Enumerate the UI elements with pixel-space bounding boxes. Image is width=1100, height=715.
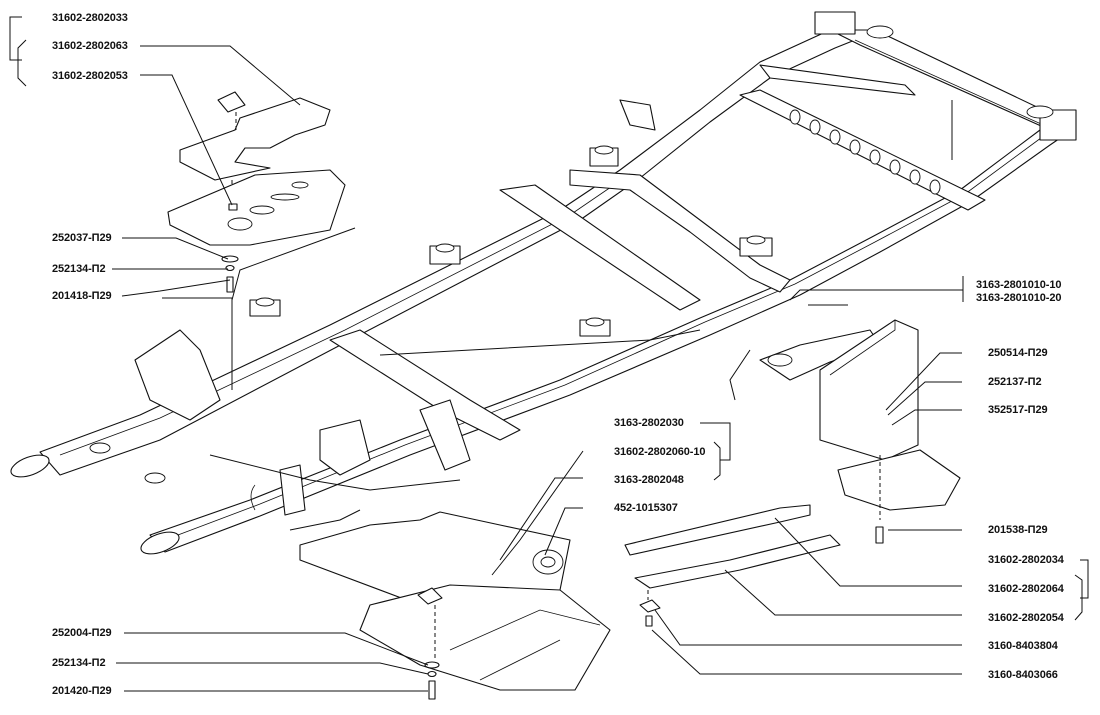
part-label: 3160-8403804 (988, 640, 1058, 652)
part-label: 3163-2802048 (614, 474, 684, 486)
part-label: 201420-П29 (52, 685, 112, 697)
part-label: 3163-2802030 (614, 417, 684, 429)
part-label: 452-1015307 (614, 502, 678, 514)
part-label: 31602-2802060-10 (614, 446, 706, 458)
side-shield-strips (624, 504, 841, 627)
part-label: 31602-2802054 (988, 612, 1064, 624)
front-shield-group (167, 91, 346, 293)
part-label: 3160-8403066 (988, 669, 1058, 681)
part-label: 31602-2802033 (52, 12, 128, 24)
part-label: 201538-П29 (988, 524, 1048, 536)
lower-shield-group (299, 511, 611, 700)
part-label: 252134-П2 (52, 263, 106, 275)
part-label: 201418-П29 (52, 290, 112, 302)
part-label: 252037-П29 (52, 232, 112, 244)
part-label: 252134-П2 (52, 657, 106, 669)
part-label: 31602-2802063 (52, 40, 128, 52)
part-label: 252004-П29 (52, 627, 112, 639)
chassis-frame (10, 11, 1077, 555)
part-label: 31602-2802053 (52, 70, 128, 82)
leader-lines (9, 16, 1089, 692)
crossmember-holes (789, 109, 941, 195)
part-label: 352517-П29 (988, 404, 1048, 416)
part-label: 31602-2802034 (988, 554, 1064, 566)
part-label: 3163-2801010-20 (976, 292, 1062, 304)
part-label: 250514-П29 (988, 347, 1048, 359)
part-label: 3163-2801010-10 (976, 279, 1062, 291)
part-label: 252137-П2 (988, 376, 1042, 388)
part-label: 31602-2802064 (988, 583, 1064, 595)
rear-bracket-assembly (759, 319, 961, 544)
